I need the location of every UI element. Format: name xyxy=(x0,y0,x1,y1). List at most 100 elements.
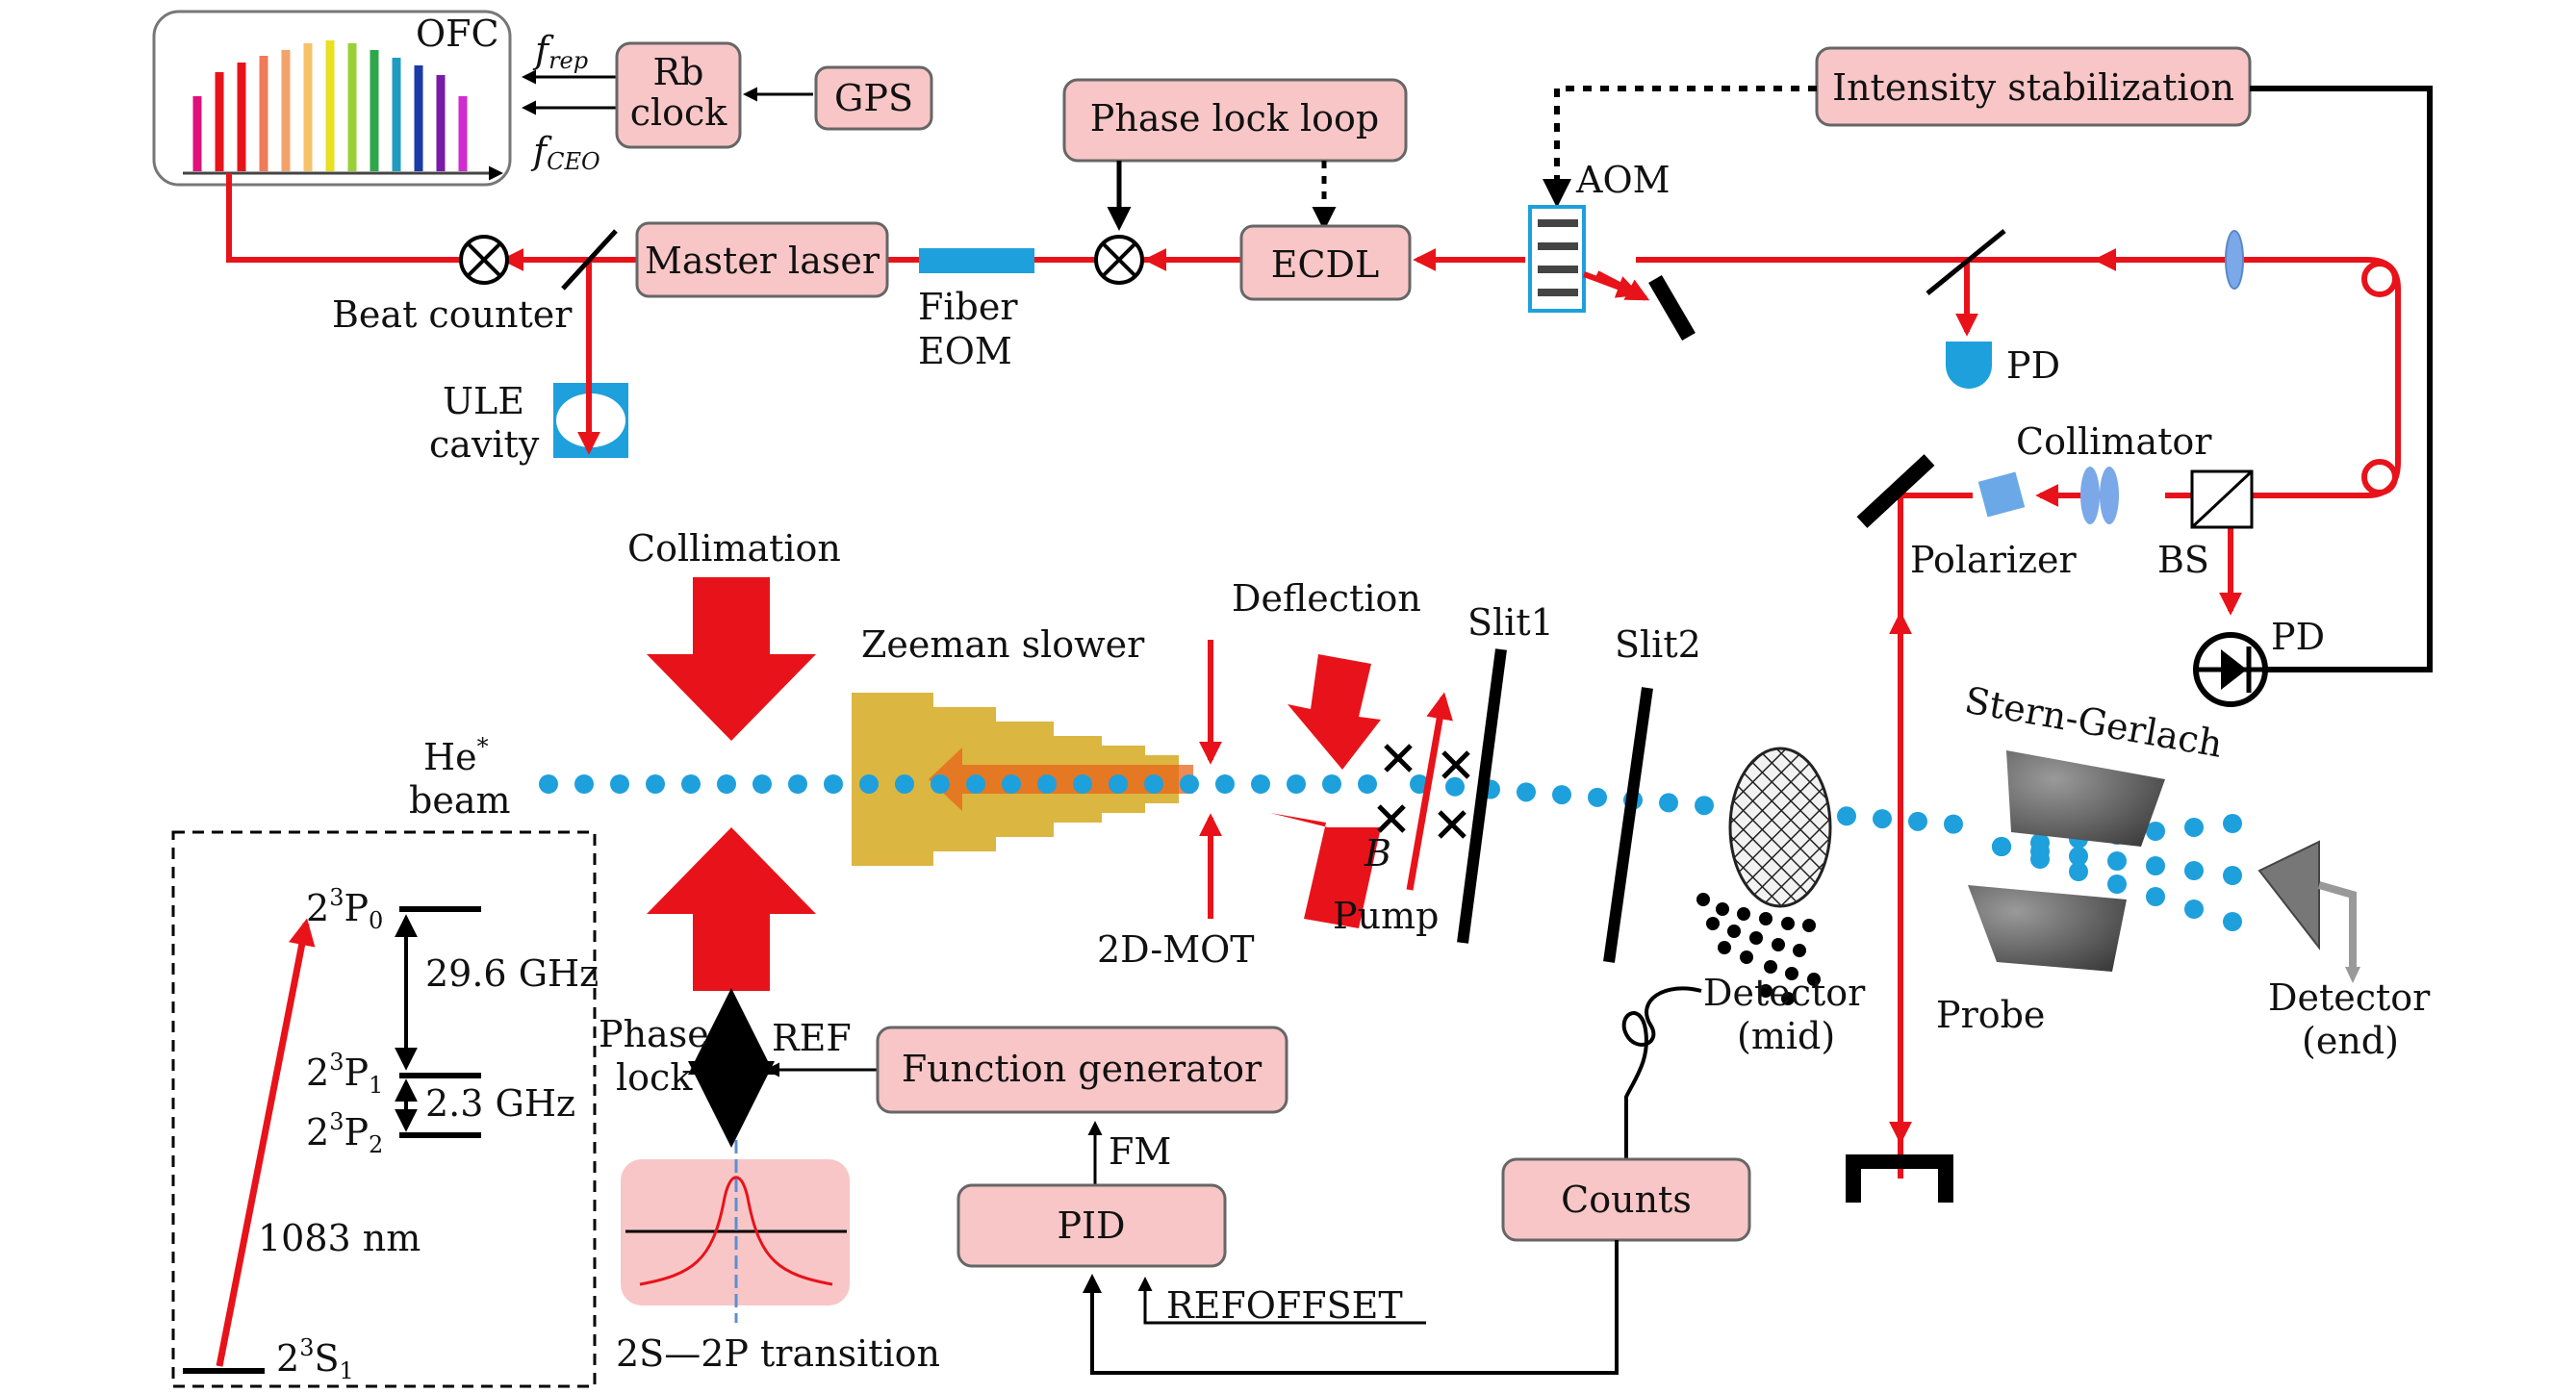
svg-text:fCEO: fCEO xyxy=(530,130,600,175)
detector-mid-mesh xyxy=(1728,747,1832,908)
atom-dot xyxy=(1109,774,1128,794)
atom-dot xyxy=(717,774,736,794)
ule-label-2: cavity xyxy=(429,423,540,466)
phase-lock-loop-label: Phase lock loop xyxy=(1090,97,1379,139)
atom-dot xyxy=(1073,774,1092,794)
comb-teeth xyxy=(192,40,468,171)
mirror-probe xyxy=(1856,454,1935,528)
pid-box: PID xyxy=(956,1183,1227,1268)
atom-dot xyxy=(2223,866,2242,885)
slit1 xyxy=(1457,648,1507,944)
atom-dot xyxy=(2069,862,2088,881)
f-ceo-sub: CEO xyxy=(547,148,600,175)
atom-dot xyxy=(1037,774,1057,794)
p1-main: 2 xyxy=(306,1052,329,1094)
frequency-inputs: frep fCEO xyxy=(522,29,616,175)
atom-dot xyxy=(2107,874,2127,894)
atom-dot xyxy=(681,774,701,794)
fm-label: FM xyxy=(1109,1130,1171,1173)
deflection-arrow-top xyxy=(1288,654,1381,770)
collimator-label: Collimator xyxy=(2016,420,2212,463)
atom-dot xyxy=(1992,837,2011,856)
phase-detector-symbol xyxy=(1094,235,1144,285)
detector-mid-label-1: Detector xyxy=(1703,972,1866,1014)
atom-dot xyxy=(2223,912,2242,931)
collimator-lens-1 xyxy=(2080,467,2100,524)
p0-sub: 0 xyxy=(369,907,383,934)
svg-text:He*: He* xyxy=(423,733,489,778)
atom-dot xyxy=(1588,787,1607,807)
atom-dot xyxy=(610,774,629,794)
lens-top xyxy=(2225,230,2244,290)
stern-gerlach-magnet-top xyxy=(2006,750,2165,847)
stern-gerlach-label: Stern-Gerlach xyxy=(1961,679,2225,766)
rb-clock-label-1: Rb xyxy=(653,51,704,93)
ule-label-1: ULE xyxy=(443,380,524,422)
slit2-label: Slit2 xyxy=(1615,623,1701,666)
gap-12-label: 2.3 GHz xyxy=(425,1082,575,1125)
deflection-arrow-bottom xyxy=(1270,813,1381,928)
detector-end-cone xyxy=(2257,840,2320,950)
atom-dot xyxy=(1215,774,1235,794)
beat-counter-label: Beat counter xyxy=(332,293,573,336)
aom-label: AOM xyxy=(1575,159,1671,201)
p0-term: P xyxy=(344,887,369,929)
atom-dot xyxy=(1251,774,1270,794)
gps-box: GPS xyxy=(814,65,933,131)
beat-counter-symbol xyxy=(459,235,509,285)
atom-dot xyxy=(966,774,985,794)
atom-dot xyxy=(1517,782,1536,802)
detector-end-label-2: (end) xyxy=(2302,1020,2399,1062)
atom-dot xyxy=(1144,774,1163,794)
pickoff-mirror xyxy=(1926,229,2006,295)
transition-label: 2S—2P transition xyxy=(616,1332,940,1375)
ecdl-label: ECDL xyxy=(1271,243,1380,286)
ofc-label: OFC xyxy=(416,13,499,55)
pid-label: PID xyxy=(1057,1204,1125,1247)
counts-box: Counts xyxy=(1501,1157,1751,1242)
atom-dot xyxy=(2069,847,2088,866)
pump-label: Pump xyxy=(1333,895,1439,937)
atom-dot xyxy=(539,774,558,794)
gap-01-label: 29.6 GHz xyxy=(425,952,599,995)
pd-top-label: PD xyxy=(2006,344,2060,387)
refoffset-label: REFOFFSET xyxy=(1166,1284,1403,1327)
p2-term: P xyxy=(344,1111,369,1153)
transition-arrow xyxy=(216,918,316,1367)
photodiode-top xyxy=(1946,342,1992,389)
master-laser-box: Master laser xyxy=(635,221,889,298)
wavelength-label: 1083 nm xyxy=(258,1217,421,1259)
atom-dot xyxy=(1322,774,1341,794)
deflection-label: Deflection xyxy=(1232,577,1421,620)
atom-dot xyxy=(1287,774,1306,794)
f-rep-sub: rep xyxy=(548,47,588,74)
b-field-label: B xyxy=(1364,832,1391,874)
stern-gerlach-magnet-bottom xyxy=(1968,885,2127,972)
atom-dot xyxy=(2146,856,2165,875)
atom-dot xyxy=(2184,818,2204,837)
s1-sup: 3 xyxy=(299,1334,314,1361)
fiber-loop-2 xyxy=(2361,459,2398,495)
rb-clock-label-2: clock xyxy=(630,91,728,134)
atom-dot xyxy=(1445,776,1465,797)
detector-end-tube xyxy=(2317,881,2357,967)
function-generator-label: Function generator xyxy=(902,1048,1262,1090)
detector-mid-label-2: (mid) xyxy=(1737,1015,1835,1057)
fiber-eom-label-1: Fiber xyxy=(918,286,1018,328)
p2-main: 2 xyxy=(306,1111,329,1153)
gps-label: GPS xyxy=(834,77,913,119)
atom-dot xyxy=(1552,785,1571,805)
collimator-lens-2 xyxy=(2100,467,2119,524)
slower-laser-arrow xyxy=(929,748,1193,811)
detector-wire xyxy=(1621,986,1702,1159)
probe-label: Probe xyxy=(1936,994,2045,1036)
rb-clock-box: Rb clock xyxy=(615,41,742,149)
collimation-arrow-bottom xyxy=(647,827,816,991)
photodiode-right xyxy=(2193,632,2268,707)
phase-lock-loop-box: Phase lock loop xyxy=(1062,78,1408,163)
function-generator-box: Function generator xyxy=(876,1026,1288,1114)
probe-beam-dump xyxy=(1846,1154,1953,1203)
helium-atom-beam xyxy=(539,774,2242,931)
s1-sub: 1 xyxy=(340,1357,354,1384)
